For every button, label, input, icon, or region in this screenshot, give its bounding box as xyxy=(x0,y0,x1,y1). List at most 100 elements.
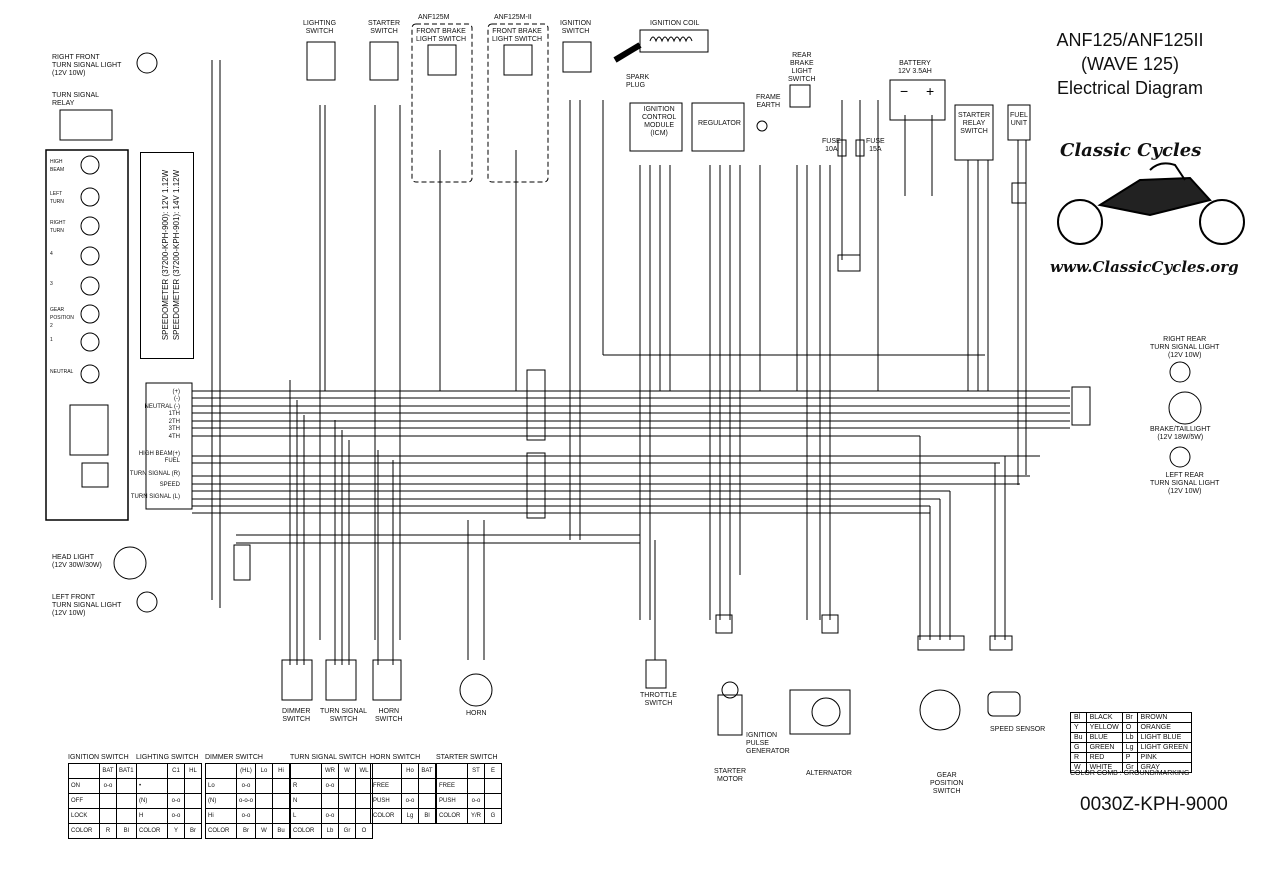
switch-table-cell: FREE xyxy=(370,778,402,794)
left-rear-turn-bulb xyxy=(1169,446,1191,468)
meter-lamp-label: RIGHT TURN xyxy=(50,220,66,234)
alternator-label: ALTERNATOR xyxy=(806,770,852,777)
color-table-cell: WHITE xyxy=(1085,762,1123,773)
color-table-cell: G xyxy=(1070,742,1087,753)
right-front-turn-bulb xyxy=(136,52,158,74)
switch-table-cell: o-o xyxy=(321,778,339,794)
anf125m-dashed-box xyxy=(411,23,473,183)
front-brake-switch-label-2: FRONT BRAKE LIGHT SWITCH xyxy=(492,28,543,43)
switch-table-cell: LOCK xyxy=(68,808,100,824)
switch-table-cell: Bl xyxy=(418,808,436,824)
starter-switch-box xyxy=(369,41,399,81)
switch-table-cell: COLOR xyxy=(205,823,237,839)
switch-table-cell: o-o xyxy=(99,778,117,794)
switch-table-cell: Lb xyxy=(321,823,339,839)
switch-table-title: STARTER SWITCH xyxy=(436,754,498,761)
main-harness-lines xyxy=(192,390,1070,544)
left-front-turn-label: LEFT FRONT TURN SIGNAL LIGHT (12V 10W) xyxy=(52,594,122,617)
headlight-bulb xyxy=(113,546,147,580)
switch-table-cell: (N) xyxy=(205,793,237,809)
switch-table-cell: COLOR xyxy=(68,823,100,839)
meter-terminal-label: NEUTRAL (-) xyxy=(144,404,180,410)
switch-table-cell xyxy=(255,808,274,824)
switch-table-cell: Y/R xyxy=(467,808,485,824)
horn-symbol xyxy=(459,673,493,707)
gear-position-switch xyxy=(919,689,961,731)
switch-table-cell xyxy=(321,793,339,809)
meter-terminal-label: FUEL xyxy=(164,458,180,464)
color-table-cell: LIGHT GREEN xyxy=(1136,742,1192,753)
switch-table-cell: Hi xyxy=(205,808,237,824)
switch-table-title: DIMMER SWITCH xyxy=(205,754,263,761)
starter-motor-label: STARTER MOTOR xyxy=(714,768,747,783)
meter-terminal-label: (-) xyxy=(174,396,180,402)
head-light-label: HEAD LIGHT (12V 30W/30W) xyxy=(52,554,102,569)
title-line-3: Electrical Diagram xyxy=(1056,78,1204,98)
color-table-cell: Lb xyxy=(1121,732,1138,743)
right-rear-turn-label: RIGHT REAR TURN SIGNAL LIGHT (12V 10W) xyxy=(1150,336,1220,359)
meter-terminal-label: 4TH xyxy=(168,434,180,440)
switch-table-title: HORN SWITCH xyxy=(370,754,421,761)
switch-table-cell xyxy=(255,793,274,809)
switch-table-header xyxy=(205,763,237,779)
switch-table-cell: Lo xyxy=(205,778,237,794)
throttle-switch-box xyxy=(645,659,667,689)
mini-connector-a xyxy=(837,254,861,272)
turn-relay-connector xyxy=(59,109,113,141)
classic-cycles-logo xyxy=(1057,162,1245,245)
color-table-caption: COLOR COMB : GROUND/MARKING xyxy=(1070,770,1190,777)
dimmer-switch-box xyxy=(281,659,313,701)
switch-table-cell: COLOR xyxy=(436,808,468,824)
meter-lamp-label: GEAR POSITION 2 xyxy=(50,307,74,329)
throttle-switch-label: THROTTLE SWITCH xyxy=(640,692,677,707)
rear-brake-switch-label: REAR BRAKE LIGHT SWITCH xyxy=(788,52,816,83)
switch-table-cell xyxy=(184,778,202,794)
color-table-cell: Br xyxy=(1121,712,1138,723)
meter-terminal-label: (+) xyxy=(172,389,181,395)
regulator-box xyxy=(691,102,745,152)
meter-terminal-label: TURN SIGNAL (L) xyxy=(130,494,180,500)
switch-table-cell: PUSH xyxy=(370,793,402,809)
color-table-cell: RED xyxy=(1085,752,1123,763)
speedometer-note-line-2: SPEEDOMETER (37200-KPH-901): 14V 1.12W xyxy=(172,169,181,341)
switch-table-cell: R xyxy=(290,778,322,794)
brand-name: Classic Cycles xyxy=(1060,140,1202,161)
switch-table-cell: OFF xyxy=(68,793,100,809)
switch-table-cell xyxy=(184,793,202,809)
switch-table-cell xyxy=(116,778,137,794)
meter-lamp-label: 1 xyxy=(50,337,53,343)
speed-sensor-body xyxy=(987,691,1021,717)
fuel-unit-box xyxy=(1007,104,1031,141)
switch-table-cell: o-o-o xyxy=(235,793,257,809)
anf125m-label: ANF125M xyxy=(418,14,450,21)
icm-box xyxy=(629,102,683,152)
color-table-cell: ORANGE xyxy=(1136,722,1192,733)
switch-table-cell: o-o xyxy=(321,808,339,824)
switch-table-cell: COLOR xyxy=(370,808,402,824)
switch-table-header: E xyxy=(484,763,502,779)
color-table-cell: O xyxy=(1121,722,1138,733)
color-table-cell: LIGHT BLUE xyxy=(1136,732,1192,743)
switch-table-header: BAT xyxy=(418,763,436,779)
turn-signal-switch-box xyxy=(325,659,357,701)
switch-table-cell: • xyxy=(136,778,168,794)
fuse-10a xyxy=(837,139,847,157)
ignition-pulse-label: IGNITION PULSE GENERATOR xyxy=(746,732,790,755)
left-front-turn-bulb xyxy=(136,591,158,613)
alternator-rotor xyxy=(811,697,841,727)
turn-signal-switch-label: TURN SIGNAL SWITCH xyxy=(320,708,368,723)
anf125m2-label: ANF125M-II xyxy=(494,14,532,21)
speedometer-note-line-1: SPEEDOMETER (37200-KPH-900): 12V 1.12W xyxy=(161,169,170,341)
starter-motor-end xyxy=(721,681,739,699)
battery-label: BATTERY 12V 3.5AH xyxy=(898,60,932,75)
switch-table-header: Lo xyxy=(255,763,274,779)
part-number: 0030Z-KPH-9000 xyxy=(1080,794,1228,815)
starter-switch-label: STARTER SWITCH xyxy=(368,20,401,35)
